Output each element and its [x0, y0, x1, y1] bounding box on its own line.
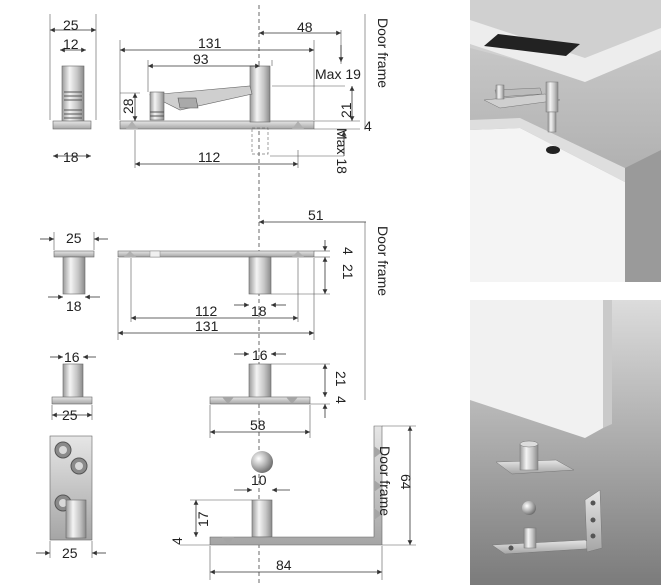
dim-small-side-pin: 16: [64, 349, 80, 365]
dim-mid-front-pin: 18: [251, 303, 267, 319]
dim-small-front-plate: 4: [333, 396, 349, 404]
dim-top-side-inner: 12: [63, 36, 79, 52]
dim-bottom-side-width: 25: [62, 545, 78, 561]
dim-top-front-arm: 93: [193, 51, 209, 67]
dim-mid-front-pivot: 112: [195, 303, 218, 319]
small-pivot-side-view: 16 25: [50, 349, 96, 423]
dim-mid-side-base: 18: [66, 298, 82, 314]
small-pivot-front-view: 16 21 4 58: [209, 347, 349, 438]
dim-mid-front-height: 21: [340, 264, 356, 280]
dim-bottom-front-plate: 4: [169, 537, 185, 545]
dim-top-front-total: 131: [198, 35, 222, 51]
mid-pivot-side-view: 25 18: [40, 230, 108, 314]
label-max-19: Max 19: [315, 66, 361, 82]
dim-mid-front-total: 131: [195, 318, 219, 334]
mid-pivot-front-view: 51 4 21 112 18 131: [117, 207, 366, 340]
label-max-18: Max 18: [334, 128, 350, 174]
dim-mid-side-width: 25: [66, 230, 82, 246]
dim-small-side-base: 25: [62, 407, 78, 423]
door-frame-label-2: Door frame: [375, 226, 391, 296]
dim-top-side-width: 25: [63, 17, 79, 33]
door-frame-label-1: Door frame: [375, 18, 391, 88]
dim-top-front-height: 28: [120, 98, 136, 114]
dim-mid-front-plate: 4: [340, 247, 356, 255]
door-frame-label-3: Door frame: [377, 446, 393, 516]
dim-top-front-plate: 4: [364, 118, 372, 134]
dim-top-front-pivot: 112: [198, 149, 221, 165]
dim-bottom-front-height: 17: [195, 511, 211, 527]
bottom-bracket-side-view: 25: [36, 435, 106, 561]
dim-top-front-upper: 21: [338, 102, 354, 118]
photo-bottom-bracket-parts: [470, 300, 661, 585]
dim-mid-front-offset: 51: [308, 207, 324, 223]
dim-bottom-front-bracket: 64: [398, 474, 414, 490]
dim-small-front-length: 58: [250, 417, 266, 433]
top-pivot-side-view: 25 12 18: [49, 14, 97, 165]
dim-bottom-front-length: 84: [276, 557, 292, 573]
dim-small-front-pin: 16: [252, 347, 268, 363]
top-pivot-front-view: 131 93 28 48 Max 19 21 4 Max 18 112: [119, 19, 372, 174]
dim-top-side-base: 18: [63, 149, 79, 165]
ball-bearing: [251, 451, 273, 473]
dim-bottom-front-pin: 10: [251, 472, 267, 488]
dim-small-front-height: 21: [333, 371, 349, 387]
dim-top-front-offset: 48: [297, 19, 313, 35]
photo-top-pivot-installed: [470, 0, 661, 282]
bottom-bracket-front-view: 10 17 4 84 64: [169, 425, 416, 580]
